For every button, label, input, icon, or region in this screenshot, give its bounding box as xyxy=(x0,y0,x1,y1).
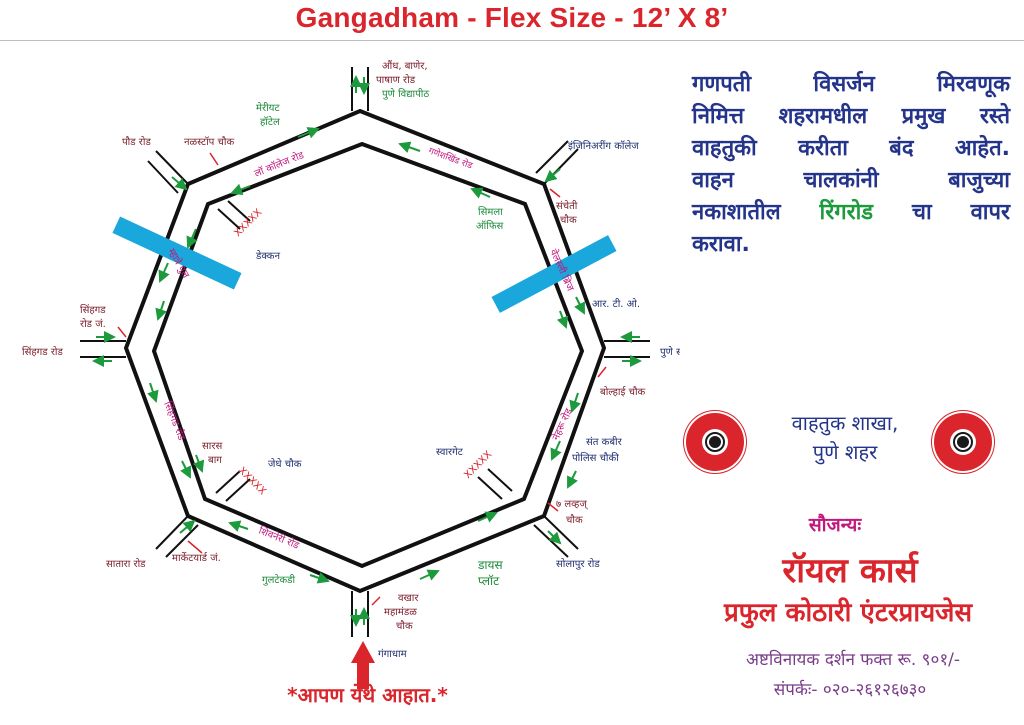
label-gultekdi: गुलटेकडी xyxy=(262,574,295,586)
label-sant-kabir-1: संत कबीर xyxy=(586,436,623,448)
notice-fragment: चा वापर xyxy=(873,200,1010,225)
you-are-here-arrow xyxy=(351,641,375,689)
notice-line: वाहतुकी करीता बंद आहेत. xyxy=(692,136,1010,161)
notice-line: करावा. xyxy=(692,232,750,257)
label-sinhagad-jn-1: सिंहगड xyxy=(80,304,106,316)
label-swargate: स्वारगेट xyxy=(436,446,464,458)
label-sancheti-1: संचेती xyxy=(556,200,578,212)
label-sinhagad-road: सिंहगड रोड xyxy=(22,346,63,358)
label-engineering-college: इंजिनिअरींग कॉलेज xyxy=(568,140,639,152)
notice-line-ringroad: नकाशातील रिंगरोड चा वापर xyxy=(692,197,1010,229)
sponsor-company: रॉयल कार्स xyxy=(782,551,918,591)
label-saras-2: बाग xyxy=(208,455,222,466)
label-pune-university: पुणे विद्यापीठ xyxy=(382,88,429,100)
label-pune-station: पुणे स्टेशन xyxy=(660,346,680,358)
branch-line-2: पुणे शहर xyxy=(812,440,878,464)
branch-line-1: वाहतुक शाखा, xyxy=(791,411,899,435)
ringroad-word: रिंगरोड xyxy=(819,200,874,225)
traffic-police-logo-right xyxy=(934,413,992,471)
closed-marker-jedhe: XXXXX xyxy=(236,465,268,497)
label-dias-2: प्लॉट xyxy=(478,574,500,588)
label-simla-2: ऑफिस xyxy=(476,220,504,232)
label-saras-1: सारस xyxy=(202,441,222,452)
label-vakhar-3: चौक xyxy=(396,620,413,632)
label-simla-1: सिमला xyxy=(478,206,503,218)
courtesy-label: सौजन्यः xyxy=(808,514,862,536)
label-solapur-road: सोलापुर रोड xyxy=(556,558,600,570)
label-market-yard: मार्केटयार्ड जं. xyxy=(172,552,221,564)
label-deccan: डेक्कन xyxy=(255,250,280,262)
label-satara-road: सातारा रोड xyxy=(106,558,146,570)
sponsor-enterprise: प्रफुल कोठारी एंटरप्रायजेस xyxy=(723,598,973,628)
ring-road-outer xyxy=(123,108,607,594)
page-title: Gangadham - Flex Size - 12’ X 8’ xyxy=(295,2,729,33)
traffic-branch: वाहतुक शाखा, पुणे शहर xyxy=(770,409,920,467)
ring-road-inner xyxy=(151,141,585,569)
label-jedhe-chowk: जेधे चौक xyxy=(268,458,302,470)
label-lavhaj-1: ७ लव्हज् xyxy=(556,499,589,510)
label-aundh-2: पाषाण रोड xyxy=(376,74,416,86)
label-lavhaj-2: चौक xyxy=(566,514,583,526)
label-sinhagad-segment: सिंहगड रोड xyxy=(161,400,188,443)
label-marriott-2: हॉटेल xyxy=(260,116,280,128)
label-sant-kabir-2: पोलिस चौकी xyxy=(572,452,619,464)
closed-marker-swargate: XXXXX xyxy=(462,449,494,481)
closure-notice: गणपती विसर्जन मिरवणूक निमित्त शहरामधील प… xyxy=(692,69,1010,261)
label-dias-1: डायस xyxy=(477,558,503,572)
notice-line: वाहन चालकांनी बाजुच्या xyxy=(692,168,1010,193)
closed-bridge-mhatre xyxy=(112,216,242,290)
sponsor-contact: संपर्कः- ०२०-२६१२६७३० xyxy=(773,680,927,700)
radial-roads xyxy=(80,67,650,637)
traffic-police-logo-left xyxy=(686,413,744,471)
closed-marker-deccan: XXXXX xyxy=(232,207,264,239)
header: Gangadham - Flex Size - 12’ X 8’ xyxy=(0,0,1024,40)
label-vakhar-2: महामंडळ xyxy=(384,606,417,618)
label-vakhar-1: वखार xyxy=(398,593,419,604)
label-sinhagad-jn-2: रोड जं. xyxy=(80,318,106,330)
label-bolhai-chowk: बोल्हाई चौक xyxy=(600,386,646,398)
pointer-lines xyxy=(117,152,607,606)
label-paud-road: पौड रोड xyxy=(122,136,151,148)
label-gangadham: गंगाधाम xyxy=(378,648,408,660)
direction-arrows xyxy=(92,75,642,627)
notice-line: निमित्त शहरामधील प्रमुख रस्ते xyxy=(692,104,1010,129)
label-sancheti-2: चौक xyxy=(560,214,577,226)
label-rto: आर. टी. ओ. xyxy=(592,298,640,310)
sponsor-offer: अष्टविनायक दर्शन फक्त रू. ९०१/- xyxy=(745,650,961,670)
label-nalstop: नळस्टॉप चौक xyxy=(184,136,234,148)
map-panel: XXXXX XXXXX XXXXX औंध, बाणेर, पाषाण रोड … xyxy=(0,40,1024,725)
closed-bridge-wellesley xyxy=(491,235,617,313)
label-marriott-1: मेरीयट xyxy=(256,102,280,114)
you-are-here-label: *आपण येथे आहात.* xyxy=(287,683,448,707)
ring-road-map: XXXXX XXXXX XXXXX औंध, बाणेर, पाषाण रोड … xyxy=(22,60,680,689)
label-aundh-1: औंध, बाणेर, xyxy=(382,60,428,72)
notice-fragment: नकाशातील xyxy=(692,200,820,225)
notice-line: गणपती विसर्जन मिरवणूक xyxy=(692,72,1010,97)
